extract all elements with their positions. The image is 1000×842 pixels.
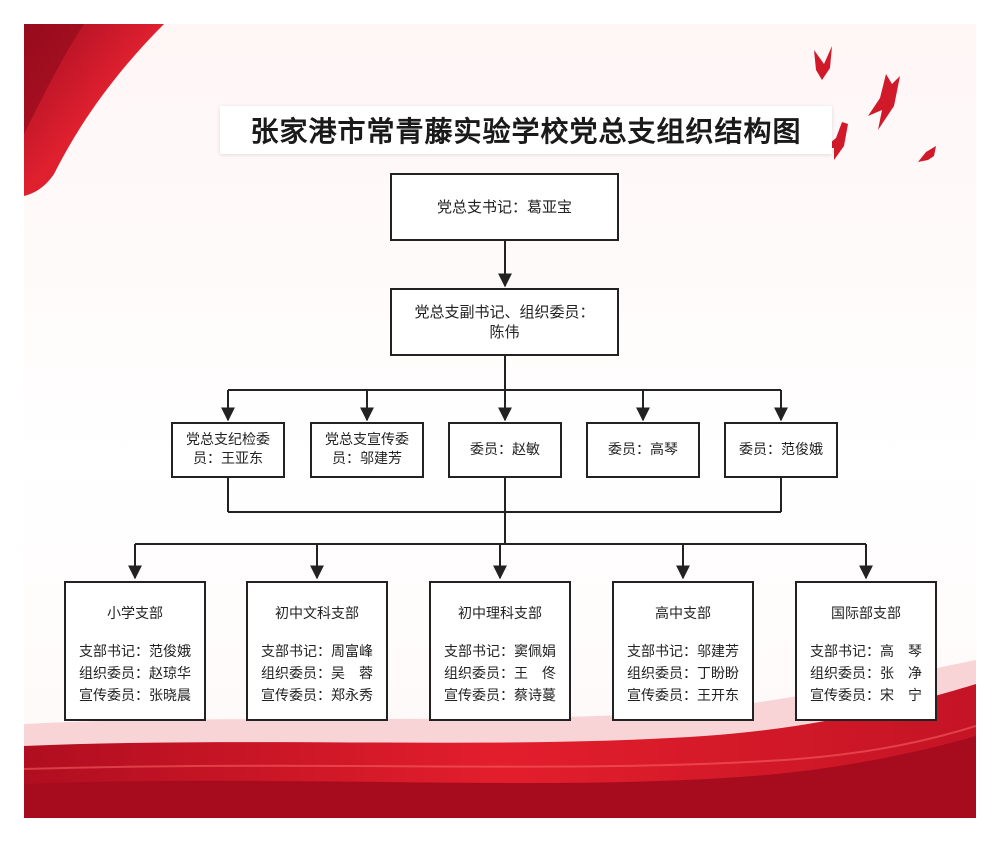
chart-title: 张家港市常青藤实验学校党总支组织结构图 [250, 115, 802, 148]
node-label: 委员：高琴 [608, 441, 678, 458]
branch-row-organization: 组织委员：王 佟 [444, 666, 556, 682]
node-label-line2: 员：邬建芳 [332, 451, 402, 467]
node-deputy-secretary: 党总支副书记、组织委员： 陈伟 [390, 288, 619, 356]
branch-row-secretary: 支部书记：高 琴 [810, 644, 922, 660]
org-chart-poster: 张家港市常青藤实验学校党总支组织结构图 党总支书记：葛亚宝 党总支副书记、组织委… [24, 24, 976, 818]
node-committee-discipline: 党总支纪检委 员：王亚东 [171, 422, 285, 478]
branch-row-publicity: 宣传委员：蔡诗蔓 [444, 688, 556, 704]
node-branch-junior-arts: 初中文科支部 支部书记：周富峰 组织委员：吴 蓉 宣传委员：郑永秀 [246, 581, 388, 721]
node-label-line2: 员：王亚东 [193, 451, 263, 467]
branch-name: 初中文科支部 [275, 606, 359, 622]
dove-icon [824, 122, 848, 160]
red-silk-corner [24, 24, 164, 196]
branch-row-publicity: 宣传委员：张晓晨 [79, 688, 191, 704]
node-label-line1: 党总支纪检委 [186, 432, 270, 449]
connector-lines [128, 241, 873, 580]
decorative-background [24, 24, 976, 818]
red-wave-front [24, 736, 976, 818]
branch-row-publicity: 宣传委员：宋 宁 [810, 688, 922, 704]
node-label-line1: 党总支副书记、组织委员： [414, 302, 595, 321]
branch-name: 高中支部 [655, 606, 711, 622]
node-label-line1: 党总支宣传委 [325, 432, 409, 449]
branch-name: 小学支部 [107, 606, 163, 622]
node-branch-international: 国际部支部 支部书记：高 琴 组织委员：张 净 宣传委员：宋 宁 [795, 581, 937, 721]
node-committee-member-3: 委员：范俊娥 [724, 422, 838, 478]
node-label: 委员：赵敏 [470, 441, 540, 458]
branch-row-secretary: 支部书记：周富峰 [261, 644, 373, 660]
branch-row-organization: 组织委员：吴 蓉 [261, 666, 373, 682]
node-label: 党总支书记：葛亚宝 [436, 197, 572, 216]
node-branch-high-school: 高中支部 支部书记：邬建芳 组织委员：丁盼盼 宣传委员：王开东 [612, 581, 754, 721]
title-banner: 张家港市常青藤实验学校党总支组织结构图 [220, 106, 832, 154]
branch-row-secretary: 支部书记：窦佩娟 [444, 644, 556, 660]
node-party-secretary: 党总支书记：葛亚宝 [390, 173, 619, 241]
node-branch-primary: 小学支部 支部书记：范俊娥 组织委员：赵琼华 宣传委员：张晓晨 [64, 581, 206, 721]
dove-icon [918, 146, 936, 162]
branch-row-organization: 组织委员：张 净 [810, 666, 922, 682]
branch-row-organization: 组织委员：丁盼盼 [627, 666, 739, 682]
node-committee-member-1: 委员：赵敏 [448, 422, 562, 478]
node-label-line2: 陈伟 [489, 323, 520, 341]
dove-icon [868, 74, 900, 130]
branch-row-secretary: 支部书记：邬建芳 [627, 644, 739, 660]
branch-row-publicity: 宣传委员：王开东 [627, 688, 739, 704]
dove-icons [814, 46, 936, 162]
branch-row-secretary: 支部书记：范俊娥 [79, 644, 191, 660]
branch-name: 初中理科支部 [458, 606, 542, 622]
node-committee-publicity: 党总支宣传委 员：邬建芳 [310, 422, 424, 478]
branch-row-organization: 组织委员：赵琼华 [79, 666, 191, 682]
branch-name: 国际部支部 [831, 606, 901, 622]
node-branch-junior-science: 初中理科支部 支部书记：窦佩娟 组织委员：王 佟 宣传委员：蔡诗蔓 [429, 581, 571, 721]
dove-icon [814, 46, 832, 80]
node-committee-member-2: 委员：高琴 [586, 422, 700, 478]
branch-row-publicity: 宣传委员：郑永秀 [261, 688, 373, 704]
node-label: 委员：范俊娥 [739, 441, 823, 458]
